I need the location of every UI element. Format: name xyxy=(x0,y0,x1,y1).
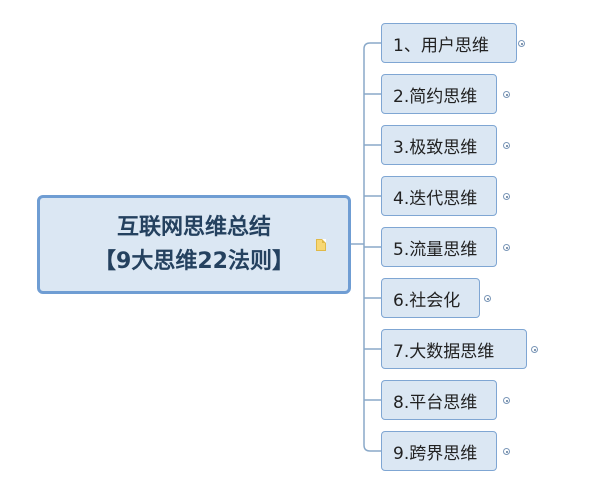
topic-big-data-thinking[interactable]: 7.大数据思维 xyxy=(381,329,527,369)
expand-icon[interactable] xyxy=(503,193,510,200)
topic-crossover-thinking[interactable]: 9.跨界思维 xyxy=(381,431,497,471)
topic-platform-thinking[interactable]: 8.平台思维 xyxy=(381,380,497,420)
topic-label: 4.迭代思维 xyxy=(393,188,478,209)
central-topic-title: 互联网思维总结 xyxy=(116,214,271,240)
topic-label: 2.简约思维 xyxy=(393,86,478,107)
expand-icon[interactable] xyxy=(518,40,525,47)
expand-icon[interactable] xyxy=(503,142,510,149)
expand-icon[interactable] xyxy=(503,244,510,251)
topic-simplicity-thinking[interactable]: 2.简约思维 xyxy=(381,74,497,114)
expand-icon[interactable] xyxy=(503,91,510,98)
expand-icon[interactable] xyxy=(503,397,510,404)
topic-label: 1、用户思维 xyxy=(393,35,489,56)
topic-user-thinking[interactable]: 1、用户思维 xyxy=(381,23,517,63)
central-topic-subtitle: 【9大思维22法则】 xyxy=(94,248,294,274)
topic-label: 9.跨界思维 xyxy=(393,443,478,464)
topic-label: 5.流量思维 xyxy=(393,239,478,260)
topic-label: 7.大数据思维 xyxy=(393,341,495,362)
topic-label: 6.社会化 xyxy=(393,290,461,311)
topic-socialization[interactable]: 6.社会化 xyxy=(381,278,480,318)
topic-label: 3.极致思维 xyxy=(393,137,478,158)
branch-connector xyxy=(363,444,381,452)
topic-extreme-thinking[interactable]: 3.极致思维 xyxy=(381,125,497,165)
note-icon[interactable] xyxy=(316,239,326,251)
topic-iteration-thinking[interactable]: 4.迭代思维 xyxy=(381,176,497,216)
central-topic[interactable]: 互联网思维总结 【9大思维22法则】 xyxy=(37,195,351,294)
expand-icon[interactable] xyxy=(484,295,491,302)
topic-traffic-thinking[interactable]: 5.流量思维 xyxy=(381,227,497,267)
topic-label: 8.平台思维 xyxy=(393,392,478,413)
branch-connector xyxy=(363,42,381,50)
expand-icon[interactable] xyxy=(531,346,538,353)
expand-icon[interactable] xyxy=(503,448,510,455)
